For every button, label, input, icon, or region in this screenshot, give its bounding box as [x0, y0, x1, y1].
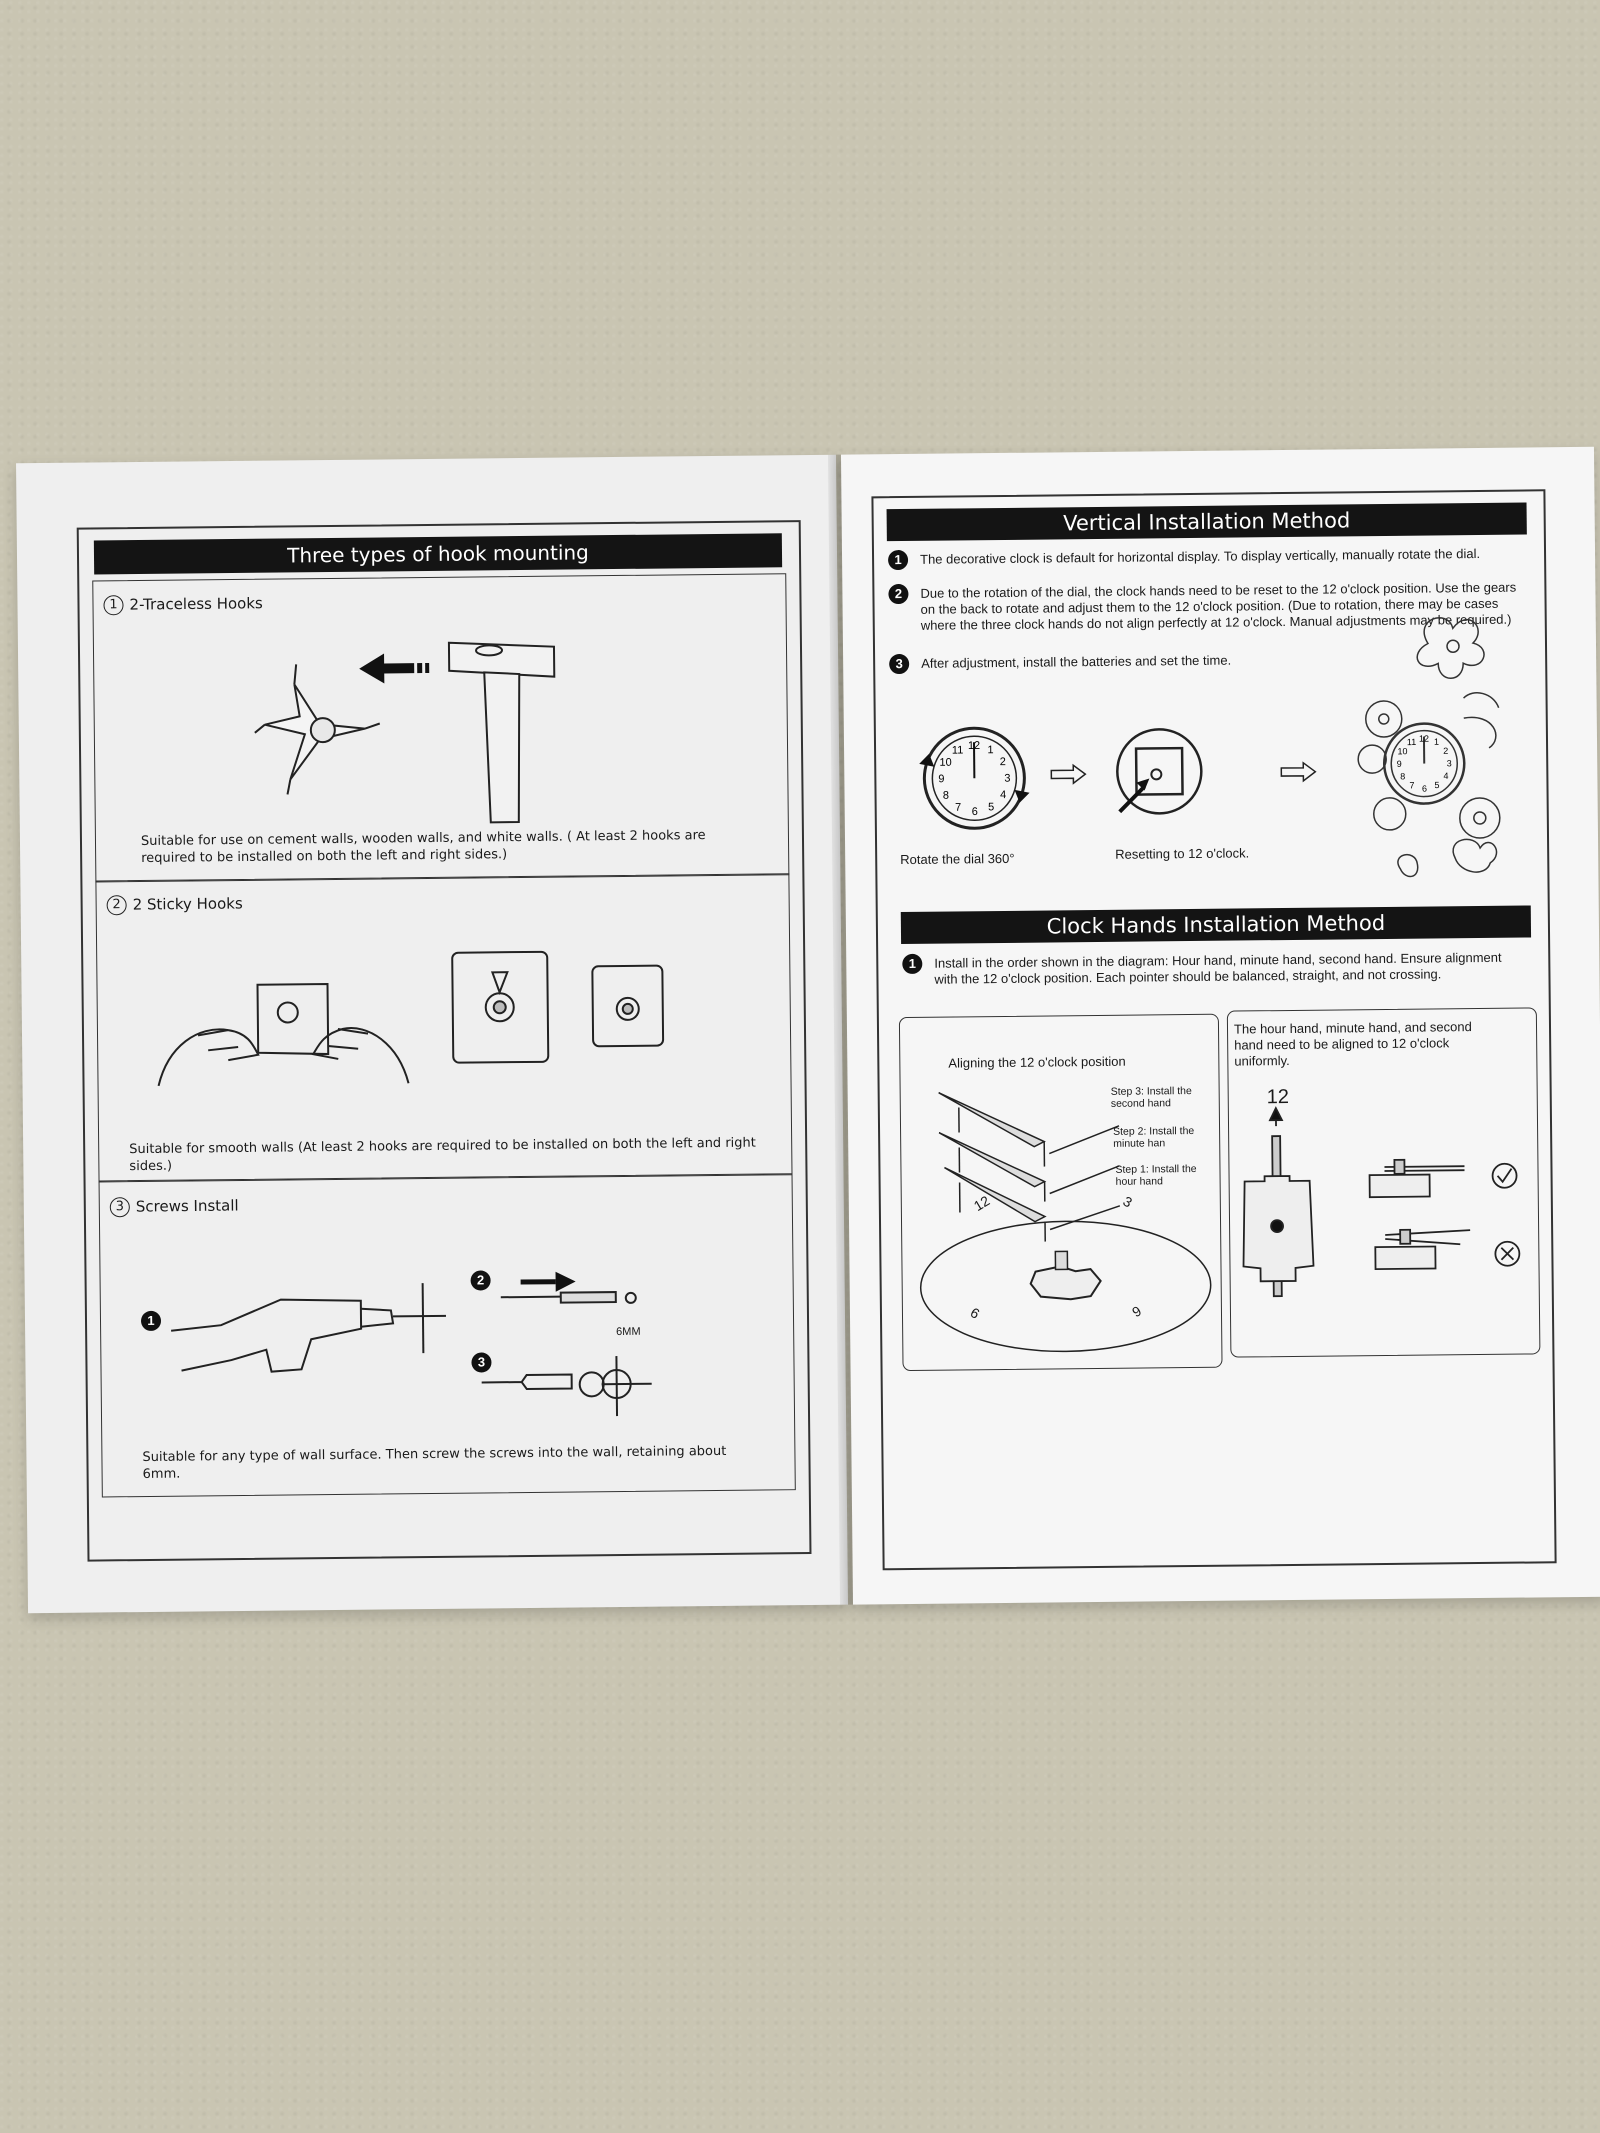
traceless-hook-illustration-icon: [254, 641, 556, 824]
dial-number-10: 10: [939, 757, 951, 769]
dial-number-4: 4: [1000, 789, 1006, 801]
section-1-caption: Suitable for use on cement walls, wooden…: [140, 828, 706, 867]
step-1-hour-hand-label: Step 1: Install the hour hand: [1115, 1162, 1197, 1188]
screw-size-label: 6MM: [616, 1325, 641, 1339]
aligning-panel: Aligning the 12 o'clock position 12 3 6 …: [898, 1013, 1223, 1372]
section-1-label: 2-Traceless Hooks: [129, 594, 263, 614]
clock-hands-title: Clock Hands Installation Method: [900, 905, 1532, 945]
dial-number-12: 12: [1419, 734, 1429, 744]
uniform-alignment-text: The hour hand, minute hand, and second h…: [1233, 1019, 1472, 1069]
step-2-minute-hand-label: Step 2: Install the minute han: [1113, 1124, 1195, 1150]
hands-step-1-text: Install in the order shown in the diagra…: [934, 949, 1502, 987]
dial-number-8: 8: [943, 790, 949, 802]
hook-mounting-title: Three types of hook mounting: [93, 533, 783, 575]
section-2-number: 2: [106, 895, 127, 916]
dial-number-11: 11: [952, 744, 964, 756]
dial-number-12: 12: [968, 740, 980, 752]
right-page: Vertical Installation Method 1 The decor…: [840, 446, 1600, 1605]
section-3-label: Screws Install: [135, 1196, 239, 1216]
vertical-step-3-text: After adjustment, install the batteries …: [921, 652, 1232, 671]
rotate-dial-caption: Rotate the dial 360°: [900, 850, 1015, 868]
aligning-panel-title: Aligning the 12 o'clock position: [948, 1053, 1126, 1071]
dial-number-3: 3: [1004, 773, 1010, 785]
dial-number-6: 6: [972, 806, 978, 818]
dial-number-7: 7: [955, 802, 961, 814]
sticky-hook-illustration-icon: [157, 950, 665, 1087]
dial-number-5: 5: [1434, 780, 1439, 790]
section-2-caption: Suitable for smooth walls (At least 2 ho…: [129, 1135, 756, 1175]
dial-number-11: 11: [1407, 737, 1416, 747]
section-3-caption: Suitable for any type of wall surface. T…: [142, 1443, 727, 1483]
dial-number-9: 9: [938, 773, 944, 785]
step-3-second-hand-label: Step 3: Install the second hand: [1110, 1085, 1192, 1110]
vertical-installation-title: Vertical Installation Method: [886, 502, 1527, 542]
dial-number-1: 1: [1434, 737, 1439, 747]
hands-step-1: 1 Install in the order shown in the diag…: [902, 949, 1524, 988]
vertical-step-2-badge: 2: [888, 583, 909, 605]
section-3-number: 3: [109, 1197, 130, 1218]
dial-number-8: 8: [1400, 771, 1405, 781]
screw-step-1-badge: 1: [140, 1310, 162, 1332]
drill-and-screw-illustration-icon: [171, 1271, 652, 1417]
dial-number-10: 10: [1397, 746, 1407, 756]
vertical-step-3-badge: 3: [889, 653, 910, 675]
arrow-right-icon: [1050, 763, 1087, 785]
dial-number-4: 4: [1443, 771, 1448, 781]
reset-gear-diagram: [1116, 728, 1203, 815]
dial-number-2: 2: [1443, 746, 1448, 756]
hands-step-1-badge: 1: [902, 953, 923, 975]
arrow-right-icon-2: [1280, 761, 1317, 783]
section-1-number: 1: [103, 595, 124, 616]
dial-number-6: 6: [1422, 784, 1427, 794]
dial-number-1: 1: [987, 744, 993, 756]
dial-number-9: 9: [1397, 759, 1402, 769]
uniform-alignment-panel: The hour hand, minute hand, and second h…: [1226, 1007, 1541, 1358]
hands-alignment-diagram: [919, 1091, 1212, 1353]
hands-check-diagram: [1242, 1106, 1521, 1298]
dial-number-2: 2: [1000, 756, 1006, 768]
vertical-step-1-badge: 1: [887, 549, 909, 571]
section-2-label: 2 Sticky Hooks: [132, 894, 243, 914]
dial-number-7: 7: [1409, 780, 1414, 790]
dial-number-3: 3: [1447, 758, 1452, 768]
resetting-caption: Resetting to 12 o'clock.: [1115, 845, 1250, 862]
dial-number-5: 5: [988, 801, 994, 813]
